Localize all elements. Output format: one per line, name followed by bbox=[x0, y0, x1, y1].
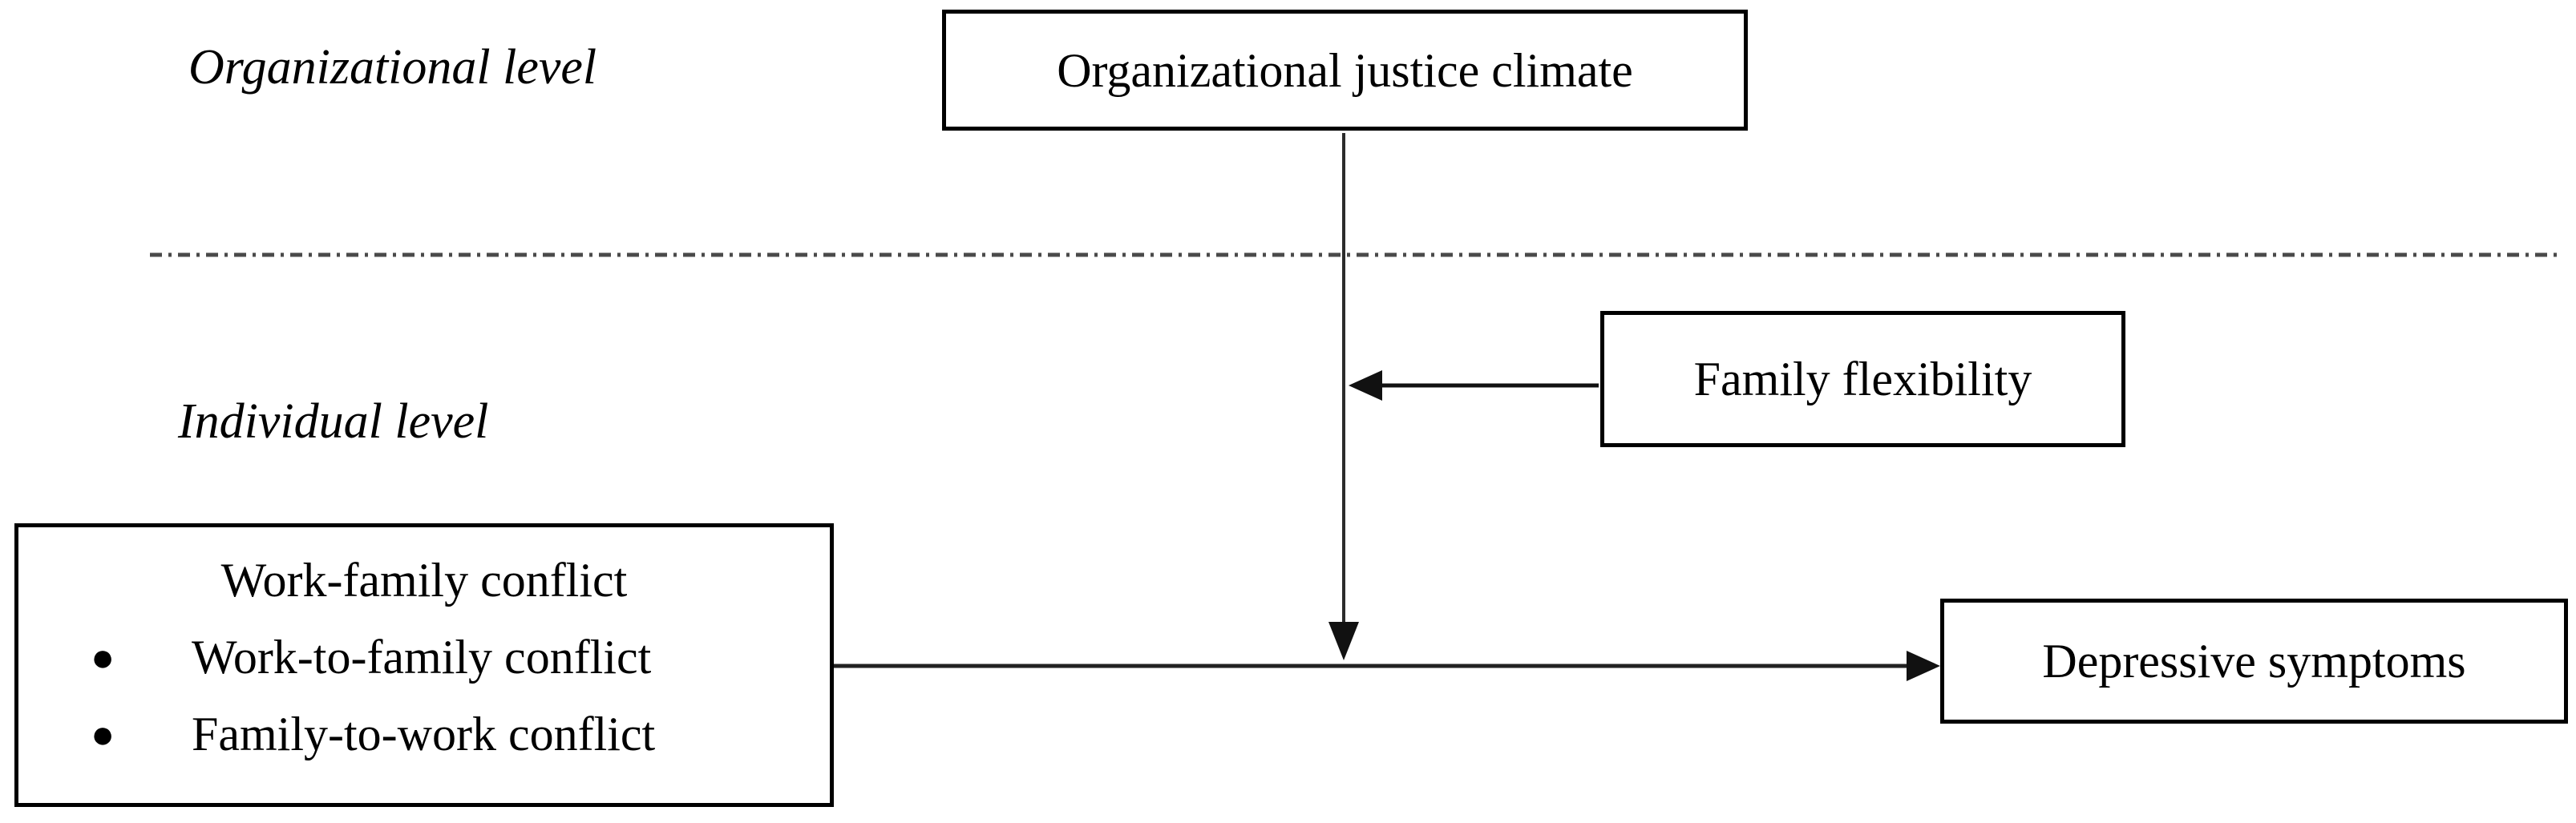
work-family-conflict-box: Work-family conflict ● Work-to-family co… bbox=[14, 523, 834, 807]
list-item: ● Work-to-family conflict bbox=[18, 633, 830, 681]
individual-level-label: Individual level bbox=[178, 394, 489, 449]
family-flexibility-text: Family flexibility bbox=[1693, 353, 2032, 405]
justice-to-path-arrowhead-down-icon bbox=[1328, 622, 1359, 660]
bullet-icon: ● bbox=[91, 712, 115, 756]
family-to-work-conflict-text: Family-to-work conflict bbox=[192, 708, 656, 760]
organizational-level-label: Organizational level bbox=[188, 40, 597, 95]
organizational-justice-climate-text: Organizational justice climate bbox=[1057, 43, 1633, 97]
depressive-symptoms-box: Depressive symptoms bbox=[1940, 599, 2568, 724]
list-item: ● Family-to-work conflict bbox=[18, 710, 830, 758]
work-to-family-conflict-text: Work-to-family conflict bbox=[192, 631, 652, 684]
conflict-to-depression-arrowhead-right-icon bbox=[1907, 651, 1940, 681]
organizational-justice-climate-box: Organizational justice climate bbox=[942, 10, 1748, 131]
family-flexibility-box: Family flexibility bbox=[1600, 311, 2125, 447]
depressive-symptoms-text: Depressive symptoms bbox=[2042, 635, 2466, 688]
work-family-conflict-title: Work-family conflict bbox=[220, 554, 628, 607]
flexibility-to-path-arrowhead-left-icon bbox=[1349, 370, 1382, 401]
bullet-icon: ● bbox=[91, 635, 115, 680]
